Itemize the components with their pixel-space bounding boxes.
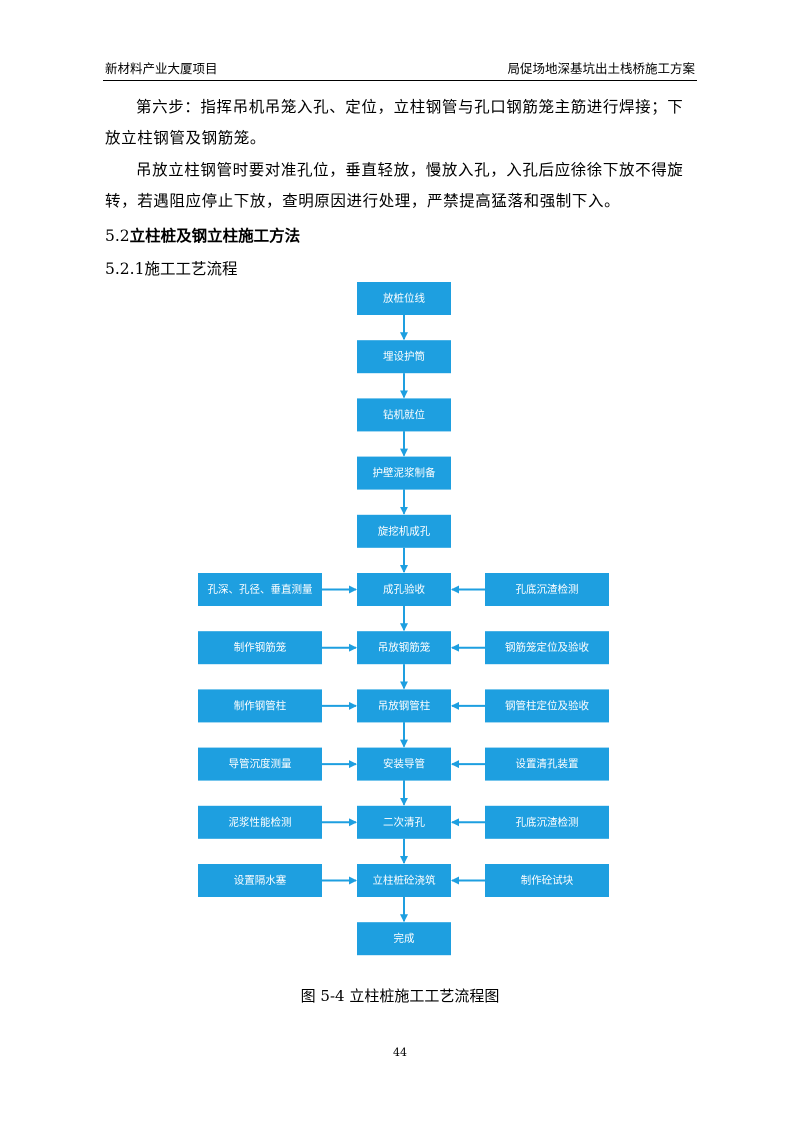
flow-left-box: 孔深、孔径、垂直测量 [198, 573, 322, 606]
section-heading: 5.2立柱桩及钢立柱施工方法 [105, 224, 300, 246]
flow-right-box-label: 制作砼试块 [521, 874, 574, 887]
flow-step-box-shape [357, 340, 451, 374]
flow-left-box: 导管沉度测量 [198, 747, 322, 781]
flow-right-box-shape [485, 864, 609, 897]
paragraph-step-six: 第六步：指挥吊机吊笼入孔、定位，立柱钢管与孔口钢筋笼主筋进行焊接；下放立柱钢管及… [105, 98, 684, 147]
flow-right-box-label: 钢筋笼定位及验收 [505, 641, 589, 654]
flow-right-box: 钢管柱定位及验收 [485, 689, 609, 723]
flow-right-box-shape [485, 631, 609, 665]
flow-step-box: 成孔验收 [357, 573, 451, 606]
page-number: 44 [393, 1046, 407, 1059]
flow-left-box-label: 制作钢筋笼 [234, 641, 287, 654]
flow-left-box-shape [198, 864, 322, 897]
flow-left-box: 设置隔水塞 [198, 864, 322, 897]
flow-step-box-shape [357, 631, 451, 665]
paragraph-lowering-instructions: 吊放立柱钢管时要对准孔位，垂直轻放，慢放入孔，入孔后应徐徐下放不得旋转，若遇阻应… [105, 161, 684, 210]
flow-step-box-shape [357, 514, 451, 548]
header-document-title: 局促场地深基坑出土栈桥施工方案 [507, 61, 695, 76]
header-project-name: 新材料产业大厦项目 [105, 61, 218, 76]
flow-step-box: 埋设护筒 [357, 340, 451, 374]
flow-left-box: 泥浆性能检测 [198, 805, 322, 839]
subsection-heading: 5.2.1施工工艺流程 [105, 260, 238, 278]
flow-step-box: 钻机就位 [357, 398, 451, 432]
flow-left-box-label: 导管沉度测量 [229, 757, 292, 770]
flow-step-box-shape [357, 864, 451, 897]
flow-step-box-label: 成孔验收 [383, 583, 425, 596]
flow-right-box: 设置清孔装置 [485, 747, 609, 781]
flow-left-box-shape [198, 631, 322, 665]
flow-step-box-label: 钻机就位 [383, 408, 425, 421]
flow-step-box-label: 立柱桩砼浇筑 [373, 874, 436, 887]
flow-left-box-label: 制作钢管柱 [234, 699, 287, 712]
flow-right-box: 制作砼试块 [485, 864, 609, 897]
flow-step-box-shape [357, 747, 451, 781]
flow-step-box-label: 吊放钢筋笼 [378, 641, 431, 654]
flow-right-box-shape [485, 747, 609, 781]
flow-right-box-label: 孔底沉渣检测 [516, 583, 579, 596]
flow-left-box-label: 设置隔水塞 [234, 874, 287, 887]
flow-step-box-label: 二次清孔 [383, 815, 425, 828]
flow-step-box: 完成 [357, 922, 451, 956]
flow-right-box: 孔底沉渣检测 [485, 573, 609, 606]
flow-step-box-label: 护壁泥浆制备 [373, 466, 436, 479]
header-divider [103, 80, 697, 81]
flow-step-box: 吊放钢管柱 [357, 689, 451, 723]
flow-right-box-shape [485, 573, 609, 606]
flow-right-box: 孔底沉渣检测 [485, 805, 609, 839]
flow-step-box-shape [357, 573, 451, 606]
flow-left-box: 制作钢管柱 [198, 689, 322, 723]
flow-right-box-shape [485, 805, 609, 839]
flow-step-box-label: 埋设护筒 [383, 350, 425, 363]
flow-step-box: 旋挖机成孔 [357, 514, 451, 548]
flow-step-box: 二次清孔 [357, 805, 451, 839]
flow-step-box-label: 吊放钢管柱 [378, 699, 431, 712]
flow-left-box-shape [198, 573, 322, 606]
flow-step-box-label: 安装导管 [383, 757, 425, 770]
figure-caption: 图 5-4 立柱桩施工工艺流程图 [300, 987, 500, 1005]
flow-step-box-shape [357, 689, 451, 723]
flow-step-box: 护壁泥浆制备 [357, 456, 451, 490]
flow-right-box-label: 孔底沉渣检测 [516, 815, 579, 828]
construction-flowchart: 放桩位线埋设护筒钻机就位护壁泥浆制备旋挖机成孔成孔验收吊放钢筋笼吊放钢管柱安装导… [198, 282, 609, 956]
flow-right-box-label: 设置清孔装置 [516, 757, 579, 770]
flow-right-box-label: 钢管柱定位及验收 [505, 699, 589, 712]
flow-step-box: 放桩位线 [357, 282, 451, 315]
flow-step-box-shape [357, 805, 451, 839]
flow-left-box-shape [198, 805, 322, 839]
flow-left-box-label: 泥浆性能检测 [229, 815, 292, 828]
flow-step-box-shape [357, 922, 451, 956]
flow-step-box: 立柱桩砼浇筑 [357, 864, 451, 897]
section-number: 5.2 [105, 227, 130, 245]
flow-step-box: 吊放钢筋笼 [357, 631, 451, 665]
flow-left-box-shape [198, 689, 322, 723]
flow-left-box: 制作钢筋笼 [198, 631, 322, 665]
flow-left-box-shape [198, 747, 322, 781]
flow-step-box: 安装导管 [357, 747, 451, 781]
flow-step-box-label: 旋挖机成孔 [378, 524, 431, 537]
section-title: 立柱桩及钢立柱施工方法 [129, 227, 301, 245]
flow-step-box-shape [357, 398, 451, 432]
flow-right-box: 钢筋笼定位及验收 [485, 631, 609, 665]
flow-step-box-label: 放桩位线 [383, 292, 425, 305]
flow-right-box-shape [485, 689, 609, 723]
flow-step-box-shape [357, 456, 451, 490]
flow-left-box-label: 孔深、孔径、垂直测量 [208, 583, 313, 596]
flow-step-box-shape [357, 282, 451, 315]
flow-step-box-label: 完成 [394, 932, 415, 945]
